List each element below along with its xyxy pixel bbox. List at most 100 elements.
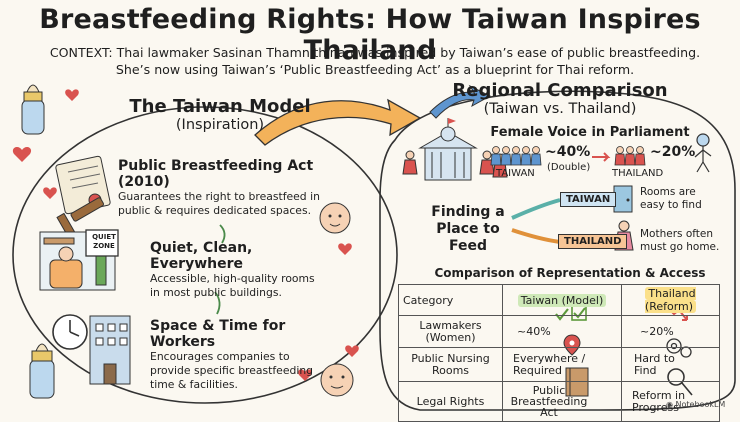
baby-face-icon-1 bbox=[319, 202, 351, 234]
row2-tw-line1: Everywhere / bbox=[513, 351, 586, 365]
feature-act: Public Breastfeeding Act (2010) Guarante… bbox=[118, 158, 348, 218]
heart-icon-4 bbox=[345, 345, 359, 357]
feature-workers-title: Space & Time for Workers bbox=[150, 318, 286, 350]
taiwan-people-icon bbox=[490, 146, 542, 166]
page-title: Breastfeeding Rights: How Taiwan Inspire… bbox=[39, 4, 701, 66]
taiwan-tag: TAIWAN bbox=[560, 192, 617, 207]
thailand-label: THAILAND bbox=[612, 168, 664, 179]
thailand-finding-line2: must go home. bbox=[640, 241, 720, 253]
heart-icon-2 bbox=[65, 89, 79, 101]
feature-workers-line3: time & facilities. bbox=[150, 378, 238, 391]
row1-thailand: ~20% bbox=[621, 315, 720, 348]
feature-act-line1: Guarantees the right to breastfeed in bbox=[118, 190, 320, 203]
feature-quiet-line2: in most public buildings. bbox=[150, 286, 282, 299]
regional-title: Regional Comparison bbox=[452, 80, 668, 101]
header-thailand: Thailand (Reform) bbox=[621, 284, 720, 316]
office-building-icon bbox=[89, 315, 131, 385]
feature-quiet-line1: Accessible, high-quality rooms bbox=[150, 272, 315, 285]
context-text: CONTEXT: Thai lawmaker Sasinan Thamnithi… bbox=[40, 44, 710, 78]
compare-arrow bbox=[592, 152, 611, 162]
taiwan-model-title: The Taiwan Model bbox=[129, 96, 311, 117]
header-category: Category bbox=[398, 284, 503, 316]
feature-act-line2: public & requires dedicated spaces. bbox=[118, 204, 312, 217]
context-line-2: She’s now using Taiwan’s ‘Public Breastf… bbox=[115, 62, 635, 77]
feature-workers-line2: provide specific breastfeeding bbox=[150, 364, 314, 377]
row2-category: Public Nursing Rooms bbox=[398, 347, 503, 382]
taiwan-finding-note: Rooms are easy to find bbox=[640, 186, 702, 212]
table-title: Comparison of Representation & Access bbox=[434, 266, 706, 280]
watermark: ◉ NotebookLM bbox=[666, 400, 725, 409]
quiet-zone-line1: QUIET bbox=[92, 233, 116, 241]
thailand-people-icon bbox=[614, 146, 646, 166]
regional-subtitle: (Taiwan vs. Thailand) bbox=[483, 101, 637, 117]
clock-icon bbox=[52, 314, 88, 350]
row2-cat-line2: Rooms bbox=[431, 363, 470, 377]
taiwan-oval bbox=[12, 106, 398, 404]
taiwan-model-header: The Taiwan Model (Inspiration) bbox=[90, 96, 350, 133]
feature-arrow-1 bbox=[219, 224, 226, 244]
table-header-row: Category Taiwan (Model) Thailand (Reform… bbox=[398, 284, 720, 316]
baby-face-icon-2 bbox=[320, 363, 354, 397]
quiet-zone-line2: ZONE bbox=[93, 242, 115, 250]
row3-taiwan: Public Breastfeeding Act bbox=[502, 381, 622, 422]
heart-icon-3 bbox=[338, 243, 352, 255]
bottle-icon-bottom-left bbox=[29, 343, 55, 399]
watermark-label: NotebookLM bbox=[675, 400, 726, 409]
thailand-finding-note: Mothers often must go home. bbox=[640, 228, 719, 254]
nursing-room-door-icon bbox=[613, 185, 633, 213]
row2-taiwan: Everywhere / Required bbox=[502, 347, 622, 382]
row3-th-line1: Reform in bbox=[632, 388, 686, 402]
feature-arrow-2 bbox=[214, 291, 221, 315]
female-voice-title: Female Voice in Parliament bbox=[490, 125, 690, 140]
thailand-tag: THAILAND bbox=[558, 234, 628, 249]
row3-category: Legal Rights bbox=[398, 381, 503, 422]
header-taiwan-label: Taiwan (Model) bbox=[517, 293, 607, 307]
nursing-room-icon bbox=[39, 231, 116, 291]
heart-icon-5 bbox=[43, 187, 57, 199]
feature-workers-line1: Encourages companies to bbox=[150, 350, 290, 363]
table-row: Public Nursing Rooms Everywhere / Requir… bbox=[398, 347, 720, 382]
row2-th-line1: Hard to bbox=[634, 351, 675, 365]
feature-act-title: Public Breastfeeding Act (2010) bbox=[118, 158, 314, 190]
thailand-pct: ~20% bbox=[650, 144, 696, 160]
thailand-finding-line1: Mothers often bbox=[640, 228, 714, 240]
taiwan-model-subtitle: (Inspiration) bbox=[175, 117, 265, 133]
header-thailand-label: Thailand (Reform) bbox=[644, 287, 697, 313]
context-line-1: CONTEXT: Thai lawmaker Sasinan Thamnithi… bbox=[49, 45, 701, 60]
taiwan-path-arrow bbox=[511, 198, 561, 220]
heart-icon-6 bbox=[298, 369, 312, 381]
row3-tw-line2: Breastfeeding bbox=[510, 395, 588, 408]
taiwan-finding-line1: Rooms are bbox=[640, 186, 696, 198]
stick-figure-icon bbox=[694, 133, 712, 173]
parliament-icon bbox=[418, 118, 478, 181]
table-row: Lawmakers (Women) ~40% ~20% bbox=[398, 315, 720, 348]
regional-oval bbox=[379, 90, 736, 411]
blue-arrow bbox=[429, 84, 492, 119]
finding-line2: Place to Feed bbox=[436, 221, 500, 254]
quiet-zone-sign-icon bbox=[85, 229, 119, 257]
heart-icon-1 bbox=[12, 147, 32, 162]
quiet-zone-sign: QUIET ZONE bbox=[89, 233, 119, 251]
finding-line1: Finding a bbox=[431, 204, 505, 220]
finding-place: Finding a Place to Feed bbox=[418, 204, 518, 255]
regional-header: Regional Comparison (Taiwan vs. Thailand… bbox=[440, 80, 680, 117]
row1-taiwan: ~40% bbox=[502, 315, 622, 348]
feature-workers: Space & Time for Workers Encourages comp… bbox=[150, 318, 350, 392]
feature-quiet: Quiet, Clean, Everywhere Accessible, hig… bbox=[150, 240, 350, 300]
row2-cat-line1: Public Nursing bbox=[411, 351, 490, 365]
row2-thailand: Hard to Find bbox=[621, 347, 720, 382]
taiwan-finding-line2: easy to find bbox=[640, 199, 702, 211]
row3-tw-line1: Public bbox=[532, 384, 566, 397]
row2-th-line2: Find bbox=[634, 363, 657, 377]
row2-tw-line2: Required bbox=[513, 363, 562, 377]
taiwan-label: TAIWAN bbox=[496, 168, 535, 179]
document-gavel-icon bbox=[55, 155, 111, 238]
row1-category: Lawmakers (Women) bbox=[398, 315, 503, 348]
taiwan-note: (Double) bbox=[547, 162, 591, 173]
thailand-path-arrow bbox=[511, 228, 561, 244]
inspire-arrow bbox=[254, 98, 422, 146]
bottle-icon-top-left bbox=[21, 84, 45, 135]
feature-quiet-title: Quiet, Clean, Everywhere bbox=[150, 240, 253, 272]
header-taiwan: Taiwan (Model) bbox=[502, 284, 622, 316]
row1-cat-line1: Lawmakers bbox=[419, 318, 482, 332]
